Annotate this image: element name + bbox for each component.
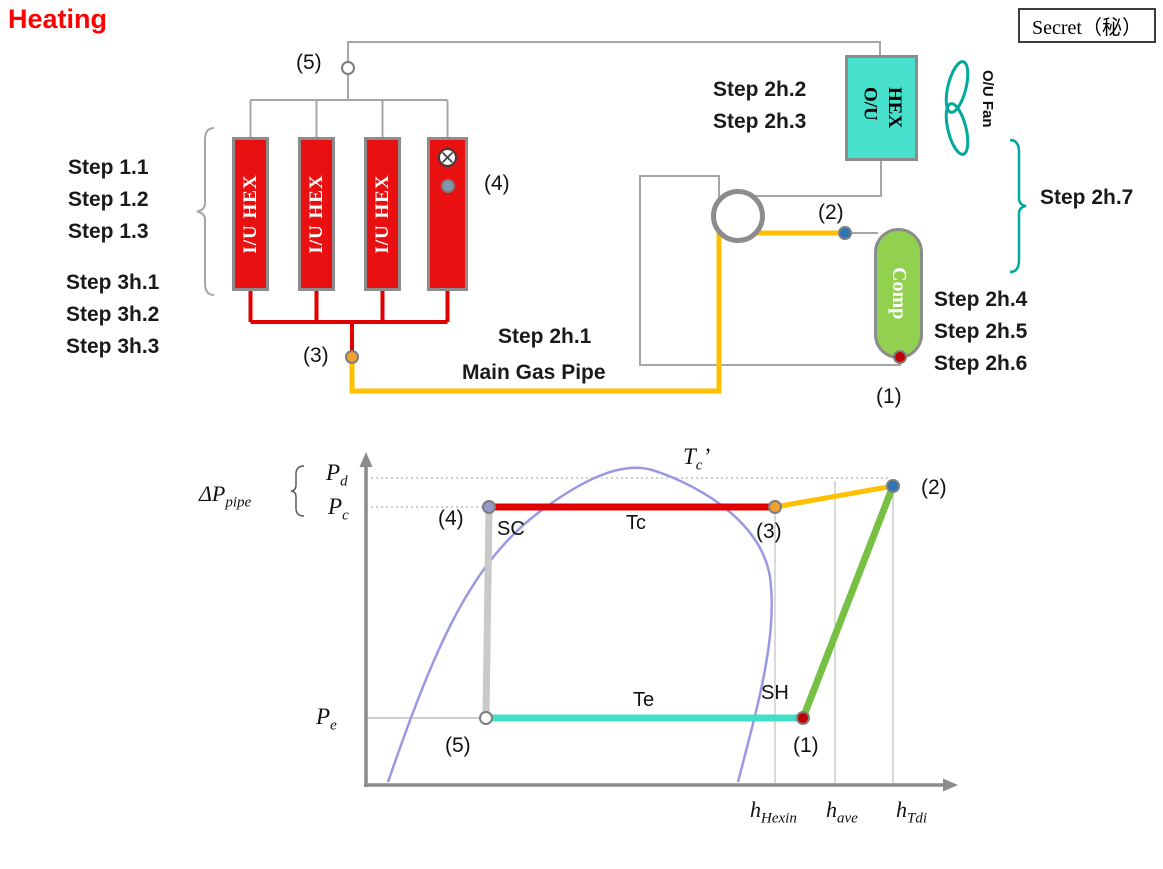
y-axis-arrow (359, 452, 373, 467)
step-2h-5-label: Step 2h.5 (934, 320, 1028, 343)
pipe-iu-header (249, 68, 449, 140)
step-3h-1-label: Step 3h.1 (66, 271, 160, 294)
axis-label-h-hexin: hHexin (750, 797, 797, 827)
tc-prime-label: Tc’ (683, 444, 711, 474)
fan-blade-bottom (944, 102, 970, 156)
secret-badge-label: Secret（秘） (1032, 17, 1142, 39)
chart-point-4-label: (4) (438, 507, 464, 530)
expansion-valve-icon (438, 148, 457, 167)
step-1-1-label: Step 1.1 (68, 156, 149, 179)
chart-point-5-label: (5) (445, 734, 471, 757)
brace-step-2h7 (1009, 138, 1027, 274)
pipe-top-gray (347, 41, 881, 68)
axis-label-h-tdi: hTdi (896, 797, 928, 827)
pipe-suction-loop (639, 175, 901, 366)
iu-hex-unit-3-label: I/U HEX (371, 174, 393, 254)
chart-point-2-label: (2) (921, 476, 947, 499)
iu-hex-unit-1-label: I/U HEX (239, 174, 261, 254)
step-3h-3-label: Step 3h.3 (66, 335, 160, 358)
chart-point-4-marker (482, 500, 496, 514)
point-3-marker (345, 350, 359, 364)
main-gas-pipe-label: Main Gas Pipe (462, 361, 606, 384)
point-5-label: (5) (296, 51, 322, 74)
secret-badge: Secret（秘） (1018, 8, 1156, 43)
iu-hex-unit-1: I/U HEX (232, 137, 269, 291)
ou-fan-label: O/U Fan (979, 70, 996, 128)
point-2-marker (838, 226, 852, 240)
step-2h-4-label: Step 2h.4 (934, 288, 1028, 311)
iu-hex-unit-2-label: I/U HEX (305, 174, 327, 254)
te-label: Te (633, 689, 655, 711)
point-2-label: (2) (818, 201, 844, 224)
step-1-3-label: Step 1.3 (68, 220, 149, 243)
line-expansion (482, 508, 493, 717)
page-title: Heating (8, 4, 108, 34)
step-3h-2-label: Step 3h.2 (66, 303, 160, 326)
step-1-2-label: Step 1.2 (68, 188, 149, 211)
compressor: Comp (874, 228, 923, 359)
axis-label-pc: Pc (328, 494, 349, 524)
point-5-marker (341, 61, 355, 75)
saturation-dome (386, 466, 773, 783)
chart-point-3-label: (3) (756, 520, 782, 543)
fan-blade-top (944, 60, 970, 114)
tc-label: Tc (626, 512, 646, 534)
valve-x-glyph (441, 151, 454, 164)
line-compression (799, 484, 897, 720)
ou-hex-unit: O/U HEX (845, 55, 918, 161)
sc-label: SC (497, 518, 525, 540)
step-2h-2-label: Step 2h.2 (713, 78, 807, 101)
iu-hex-unit-3: I/U HEX (364, 137, 401, 291)
chart-point-5-marker (479, 711, 493, 725)
four-way-valve (711, 189, 765, 243)
brace-steps-left (196, 127, 215, 296)
axis-label-pd: Pd (326, 460, 348, 490)
line-discharge-pipe (774, 483, 894, 510)
pipe-main-gas (349, 230, 842, 394)
chart-point-2-marker (886, 479, 900, 493)
x-axis-arrow (943, 778, 958, 792)
point-4-marker (441, 179, 455, 193)
step-2h-6-label: Step 2h.6 (934, 352, 1028, 375)
ou-hex-label: O/U HEX (859, 87, 906, 129)
chart-point-1-label: (1) (793, 734, 819, 757)
axis-label-h-ave: have (826, 797, 858, 827)
dp-pipe-label: ΔPpipe (199, 481, 252, 511)
pipe-iu-red (248, 288, 450, 354)
brace-dp-pipe (290, 465, 305, 517)
iu-hex-unit-2: I/U HEX (298, 137, 335, 291)
sh-label: SH (761, 682, 789, 704)
point-1-marker (893, 350, 907, 364)
step-2h-1-label: Step 2h.1 (498, 325, 592, 348)
pipe-ouhex-to-valve (745, 161, 882, 197)
point-3-label: (3) (303, 344, 329, 367)
compressor-label: Comp (888, 267, 910, 320)
point-1-label: (1) (876, 385, 902, 408)
chart-point-1-marker (796, 711, 810, 725)
axis-label-pe: Pe (316, 704, 337, 734)
step-2h-7-label: Step 2h.7 (1040, 186, 1134, 209)
step-2h-3-label: Step 2h.3 (713, 110, 807, 133)
point-4-label: (4) (484, 172, 510, 195)
chart-point-3-marker (768, 500, 782, 514)
